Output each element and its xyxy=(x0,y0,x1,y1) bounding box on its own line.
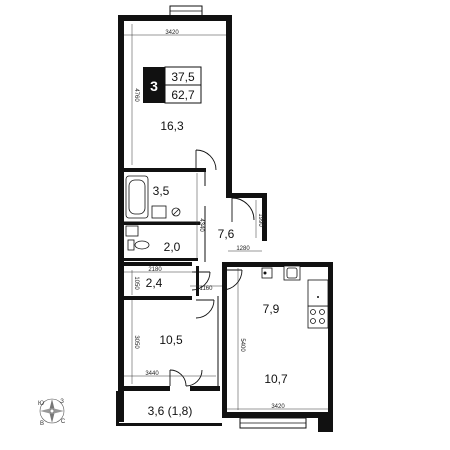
room-hall: 7,6 xyxy=(218,227,235,241)
area-badge: 3 37,5 62,7 xyxy=(143,66,202,104)
compass-e: С xyxy=(61,419,66,425)
stove-dot xyxy=(317,296,319,298)
dim-right-height: 5400 xyxy=(239,338,245,352)
walls xyxy=(116,15,333,432)
dim-hall-width: 1280 xyxy=(236,246,250,252)
dim-bottom-height: 3050 xyxy=(133,335,139,349)
fixtures xyxy=(125,175,329,329)
room-bedroom-bottom: 10,5 xyxy=(159,333,183,347)
room-bedroom-top: 16,3 xyxy=(160,119,184,133)
doors xyxy=(169,149,255,387)
window-bottom xyxy=(239,417,307,429)
dim-storage-width: 2180 xyxy=(148,267,162,273)
dim-top-height: 4760 xyxy=(133,88,139,102)
room-bathroom: 3,5 xyxy=(153,184,170,198)
dim-right-width: 3420 xyxy=(271,404,285,410)
compass-w: Ю xyxy=(38,401,44,407)
room-balcony: 3,6 (1,8) xyxy=(148,404,193,418)
dim-hall-depth: 4340 xyxy=(198,218,204,232)
badge-rooms: 3 xyxy=(150,78,158,94)
sink-icon xyxy=(151,205,167,219)
room-living: 10,7 xyxy=(264,372,288,386)
dim-top-width: 3420 xyxy=(165,30,179,36)
compass-s: В xyxy=(40,421,44,427)
room-storage: 2,4 xyxy=(146,276,163,290)
room-kitchen-hall: 7,9 xyxy=(263,302,280,316)
dim-storage-height: 1050 xyxy=(133,276,139,290)
room-wc: 2,0 xyxy=(164,240,181,254)
badge-total-area: 62,7 xyxy=(171,88,195,102)
interior-lines xyxy=(124,168,219,386)
dim-bottom-width: 3440 xyxy=(145,371,159,377)
badge-living-area: 37,5 xyxy=(171,70,195,84)
toilet-icon xyxy=(127,239,135,251)
dimension-lines xyxy=(124,24,328,410)
dim-hall-niche: 1990 xyxy=(257,213,263,227)
dim-corridor: 1160 xyxy=(200,286,214,292)
compass-icon: З Ю В С xyxy=(38,398,66,427)
stove-icon xyxy=(307,305,329,329)
window-top xyxy=(169,5,203,17)
compass-n: З xyxy=(60,399,64,405)
riser-icon xyxy=(263,271,267,275)
